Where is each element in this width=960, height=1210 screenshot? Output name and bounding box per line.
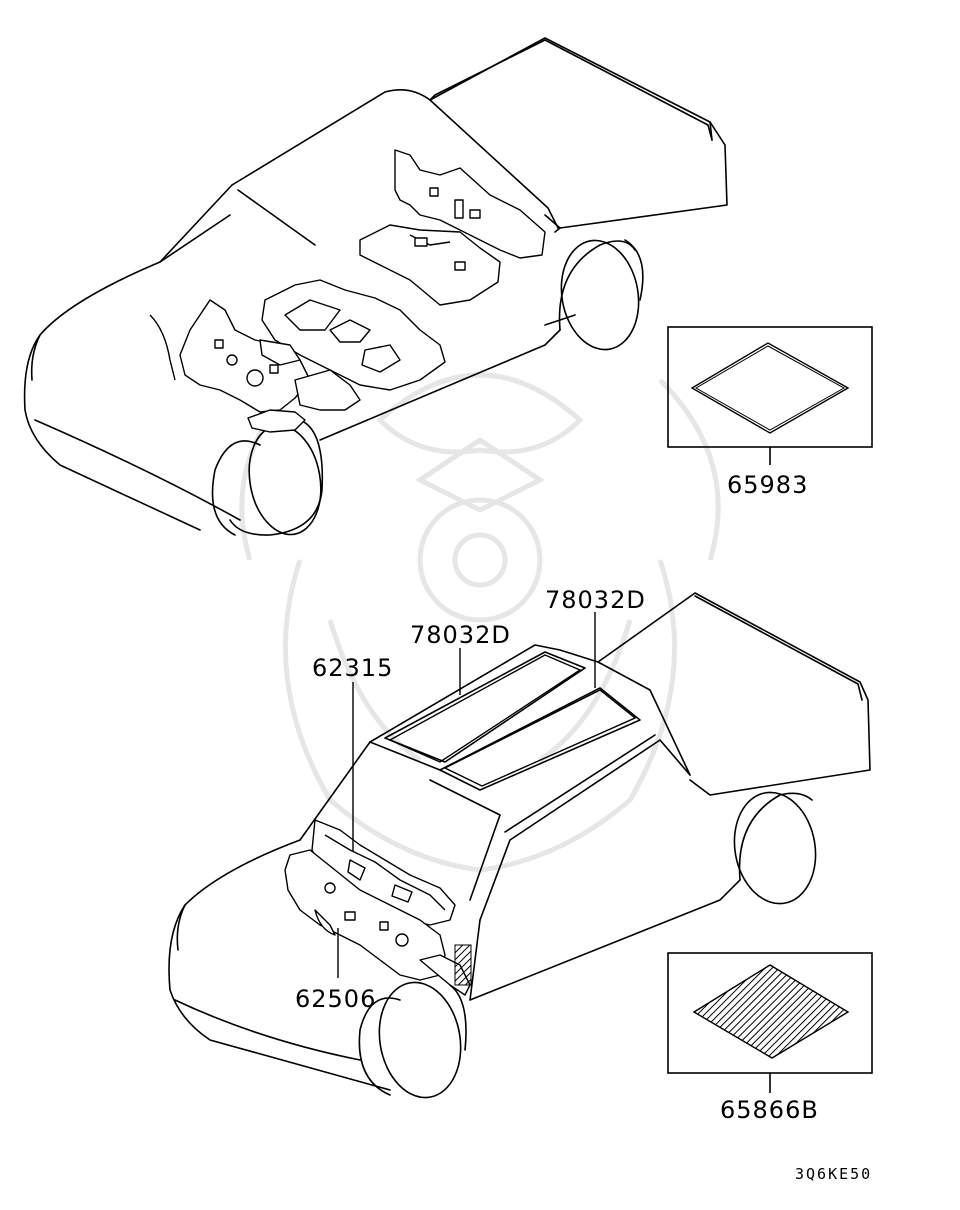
- leader-lines: [337, 612, 596, 978]
- top-insulator-pads: [149, 149, 546, 433]
- part-label-78032d-right: 78032D: [545, 586, 646, 614]
- bottom-inset-box: [667, 952, 873, 1093]
- part-label-65866b: 65866B: [720, 1096, 819, 1124]
- top-truck-outline: [23, 37, 728, 536]
- inset-pad-hatched: [692, 964, 850, 1059]
- drawing-code: 3Q6KE50: [795, 1165, 873, 1183]
- part-label-65983: 65983: [727, 471, 809, 499]
- top-inset-box: [667, 326, 873, 465]
- fender-insulator-strip: [454, 944, 472, 986]
- bottom-truck-outline: [168, 592, 871, 1099]
- inset-pad-outline: [690, 342, 850, 434]
- part-label-62315: 62315: [312, 654, 394, 682]
- roof-pads: [388, 654, 637, 787]
- part-label-78032d-left: 78032D: [410, 621, 511, 649]
- part-label-62506: 62506: [295, 985, 377, 1013]
- dash-panel-assembly: [284, 819, 471, 996]
